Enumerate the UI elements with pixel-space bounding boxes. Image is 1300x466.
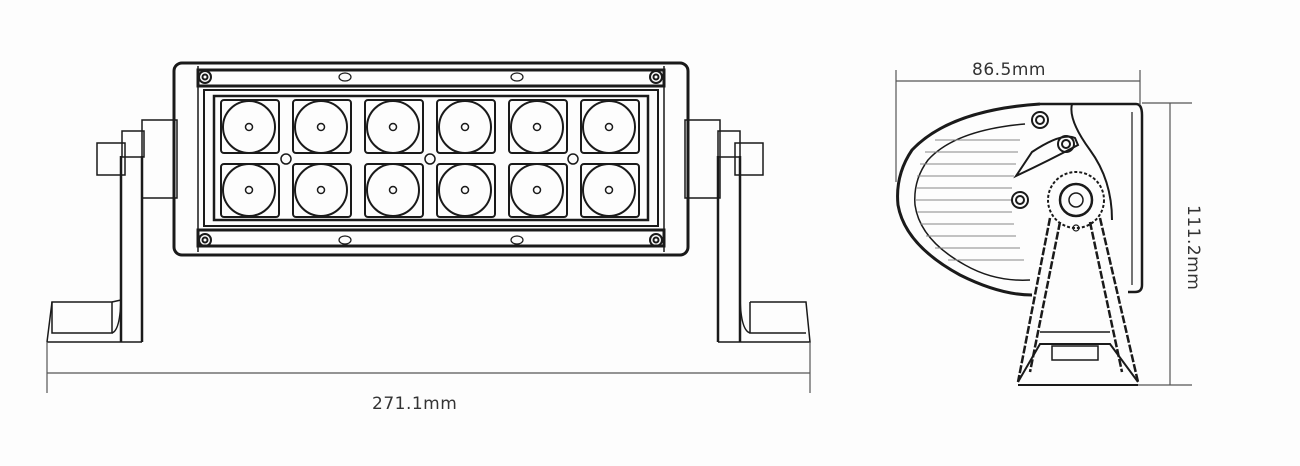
heatsink-fins xyxy=(916,139,1024,261)
led-array xyxy=(220,99,640,218)
height-dimension xyxy=(1138,102,1192,386)
led-row-bottom xyxy=(220,163,640,218)
height-dimension-label: 111.2mm xyxy=(1183,205,1203,291)
side-view xyxy=(896,102,1144,386)
led-row-top xyxy=(220,99,640,154)
depth-dimension-label: 86.5mm xyxy=(972,60,1046,80)
right-bracket xyxy=(684,119,811,343)
front-view xyxy=(46,61,811,343)
width-dimension xyxy=(46,342,811,393)
light-bar-housing xyxy=(172,61,690,257)
depth-dimension xyxy=(895,70,1141,182)
left-bracket xyxy=(46,119,178,343)
width-dimension-label: 271.1mm xyxy=(372,394,458,414)
